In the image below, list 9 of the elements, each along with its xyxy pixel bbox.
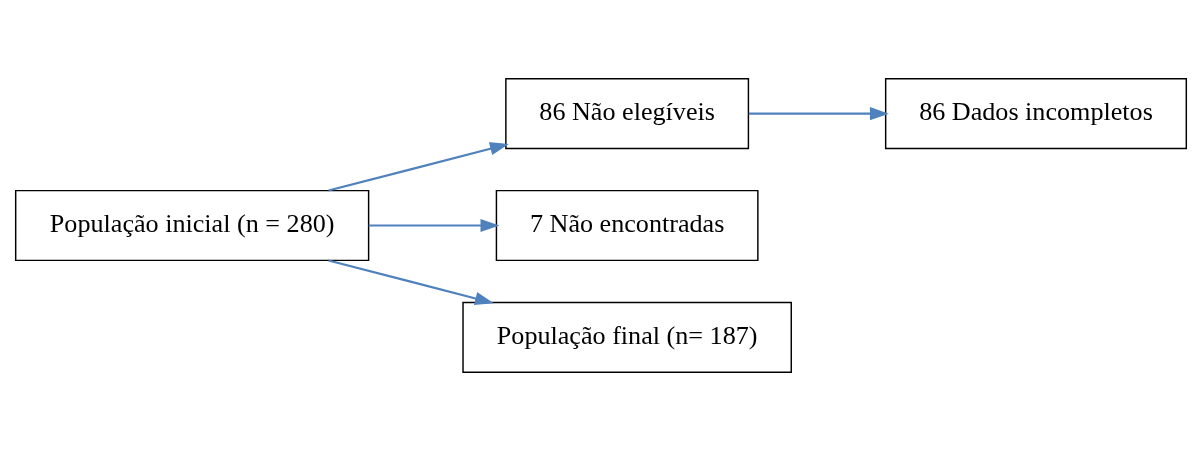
node-box: 86 Dados incompletos [884, 77, 1188, 149]
node-box: 7 Não encontradas [495, 189, 759, 261]
arrow [748, 106, 889, 120]
arrow [328, 141, 509, 192]
arrow [328, 258, 494, 305]
arrow [368, 218, 500, 232]
node-box: População inicial (n = 280) [14, 189, 370, 261]
node-box: População final (n= 187) [462, 301, 792, 373]
node-box: 86 Não elegíveis [505, 77, 750, 149]
